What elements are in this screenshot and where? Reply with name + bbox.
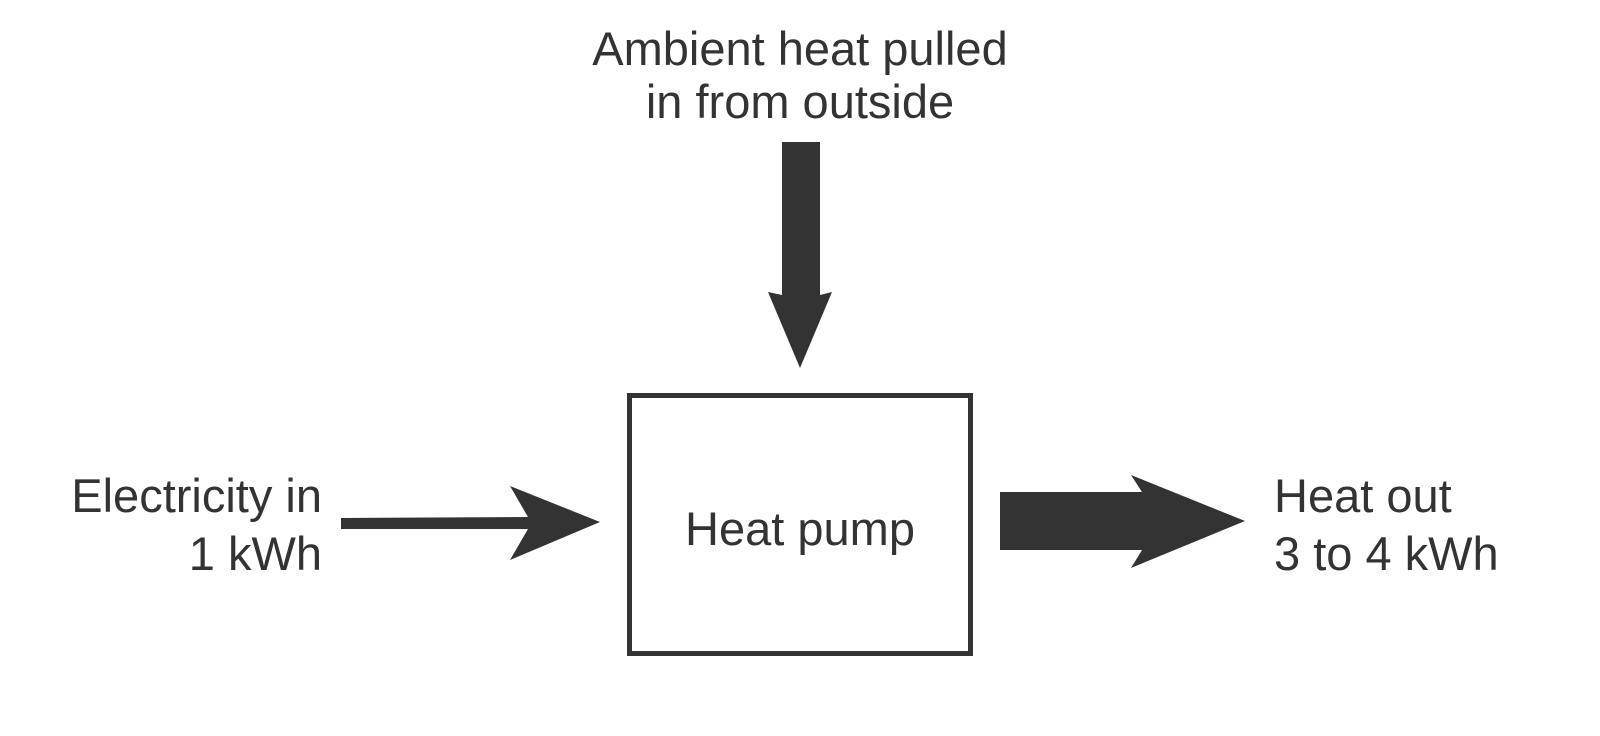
electricity-label-line1: Electricity in [71,469,322,522]
electricity-in-arrow [341,486,600,560]
ambient-label-line2: in from outside [646,75,954,128]
heat-out-label-line2: 3 to 4 kWh [1274,527,1499,580]
heat-pump-label: Heat pump [685,502,915,555]
electricity-label-line2: 1 kWh [189,527,322,580]
heat-pump-box [627,393,973,656]
ambient-label-line1: Ambient heat pulled [592,22,1007,75]
heat-out-arrow [1000,475,1245,568]
ambient-heat-arrow [768,142,832,368]
heat-out-label-line1: Heat out [1274,469,1452,522]
